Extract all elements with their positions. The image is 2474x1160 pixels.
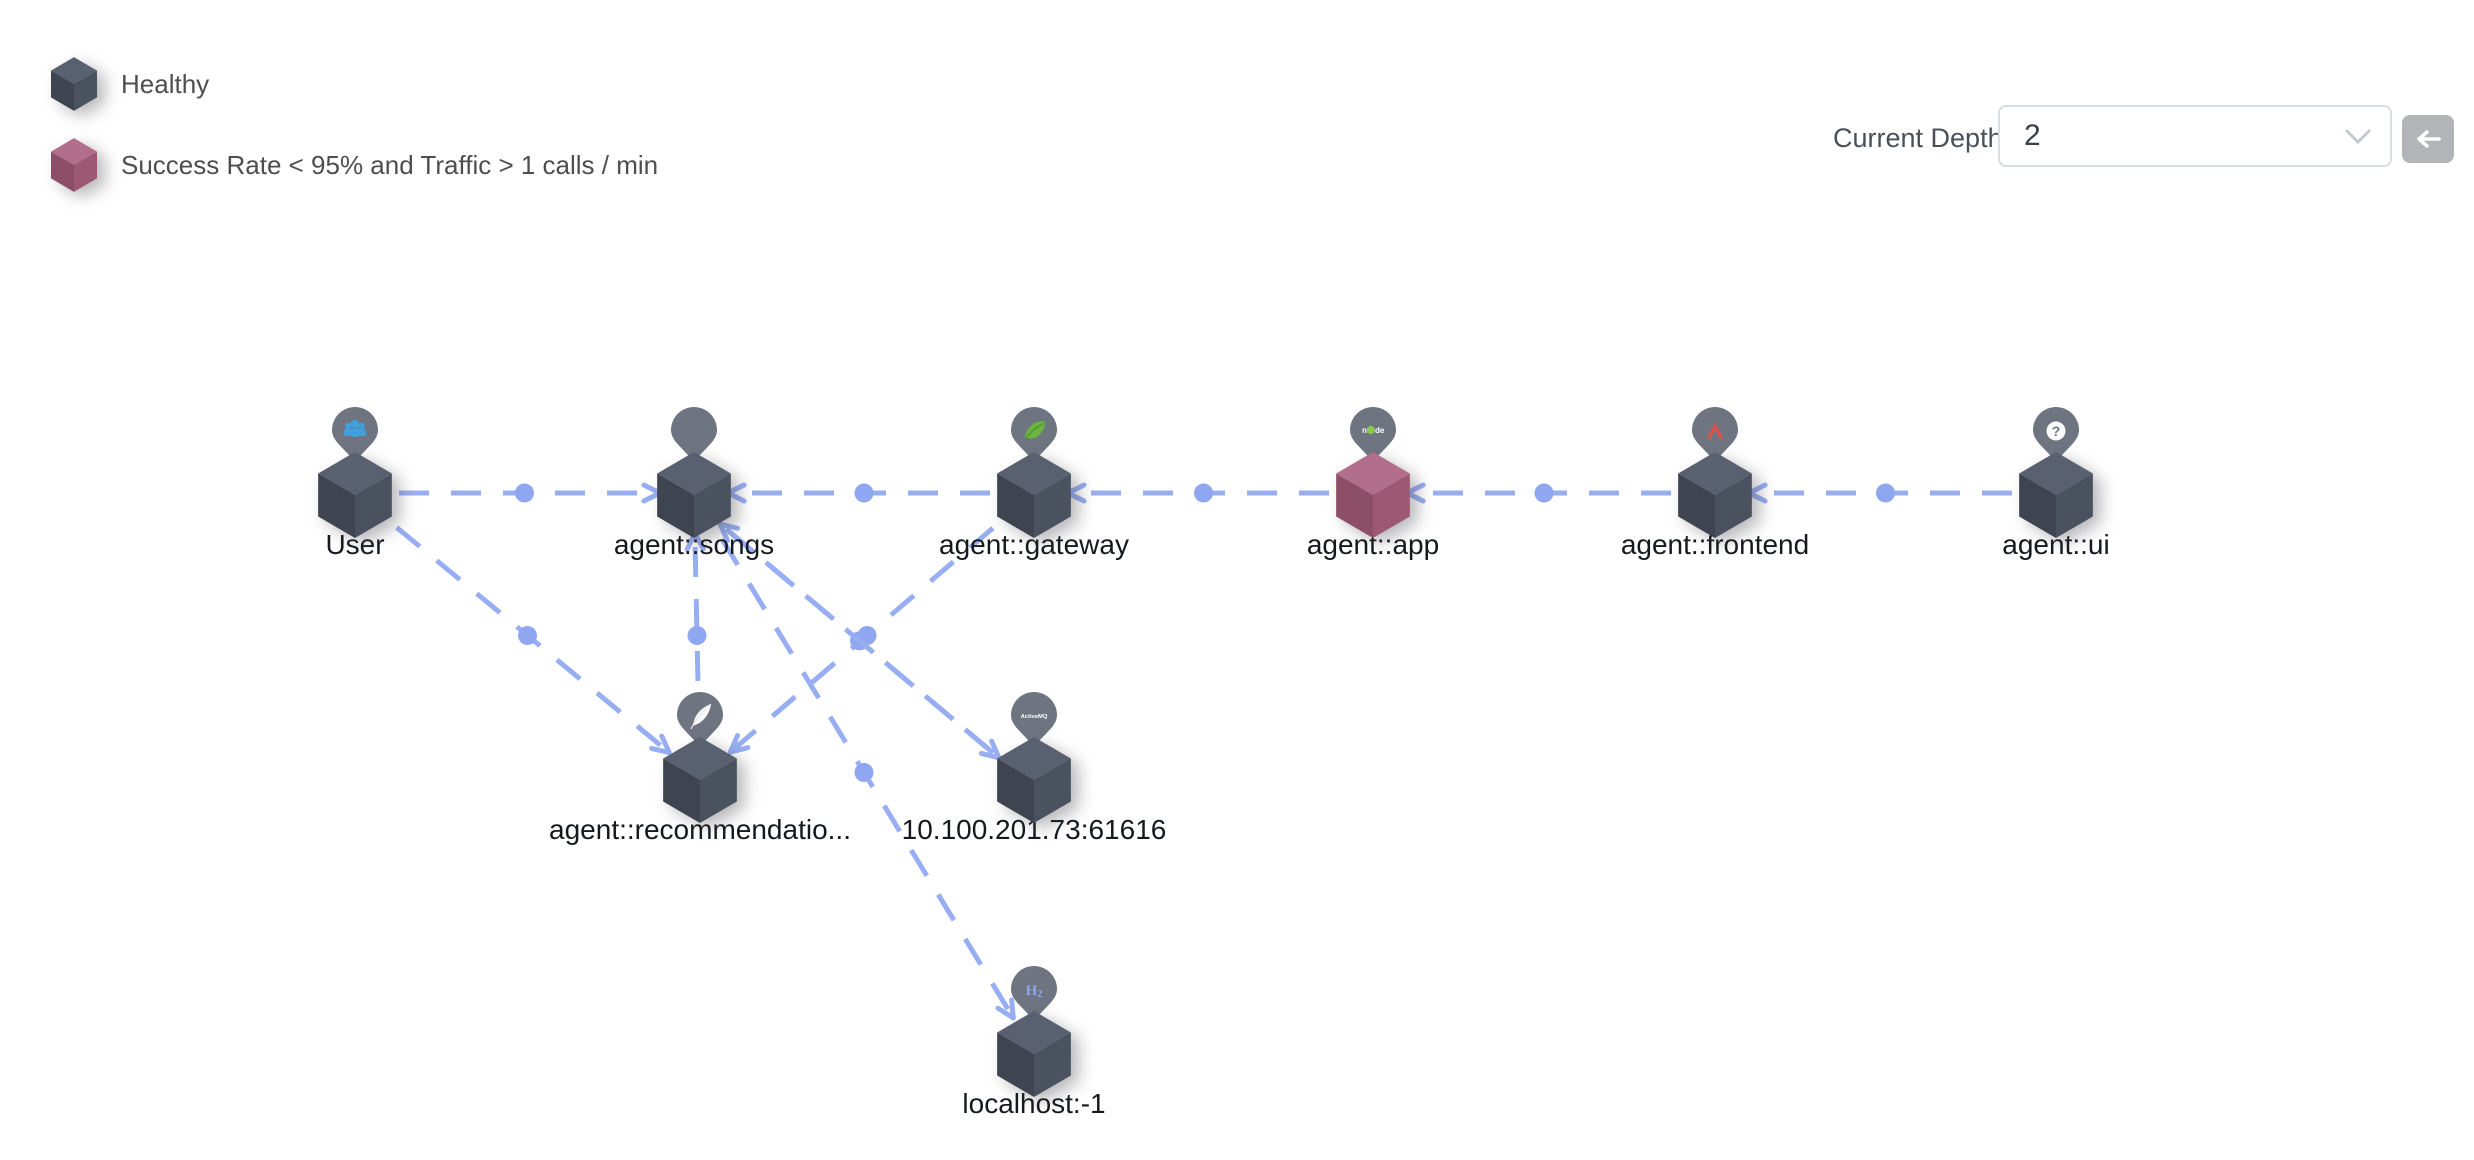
cube-healthy: [1678, 452, 1752, 538]
back-button[interactable]: [2402, 115, 2454, 163]
service-node-recommendation[interactable]: agent::recommendatio...: [549, 691, 851, 846]
cube-unhealthy: [1336, 452, 1410, 538]
edge-midpoint-dot[interactable]: [854, 763, 874, 782]
svg-text:ActiveMQ: ActiveMQ: [1021, 714, 1048, 720]
service-node-user[interactable]: User: [205, 406, 505, 561]
arrowhead-icon: [978, 750, 1002, 761]
edge-midpoint-dot[interactable]: [518, 626, 537, 645]
edge-midpoint-dot[interactable]: [1876, 483, 1895, 503]
cube-healthy: [318, 452, 392, 538]
current-depth-label: Current Depth: [1833, 123, 2003, 153]
svg-text:?: ?: [2052, 423, 2061, 439]
chevron-down-icon: [2344, 128, 2372, 144]
activemq-icon: ActiveMQ: [1011, 692, 1057, 747]
depth-select-value: 2: [2024, 119, 2041, 152]
feather-icon: [677, 692, 723, 747]
healthy-cube-icon: [51, 57, 97, 111]
edge-midpoint-dot[interactable]: [1534, 483, 1554, 503]
cube-unhealthy: [51, 138, 97, 192]
legend-item-unhealthy: Success Rate < 95% and Traffic > 1 calls…: [51, 138, 658, 192]
cube-healthy: [997, 452, 1071, 538]
spring-leaf-icon: [1011, 407, 1057, 462]
service-node-ui[interactable]: ? agent::ui: [1906, 406, 2206, 561]
legend-label: Success Rate < 95% and Traffic > 1 calls…: [121, 149, 659, 180]
arrowhead-icon: [727, 732, 741, 755]
edge-midpoint-dot[interactable]: [515, 483, 534, 503]
unhealthy-cube-icon: [51, 138, 97, 192]
legend-label: Healthy: [121, 68, 210, 99]
depth-select[interactable]: 2: [1998, 105, 2392, 167]
service-node-gateway[interactable]: agent::gateway: [884, 406, 1184, 561]
edge-activemq-songs: [723, 525, 990, 751]
arrowhead-icon: [717, 521, 741, 531]
left-arrow-icon: [2417, 130, 2441, 148]
question-mark-icon: ?: [2033, 407, 2079, 462]
arrowhead-icon: [649, 745, 672, 756]
arrowhead-icon: [995, 1005, 1016, 1021]
edge-midpoint-dot[interactable]: [854, 483, 874, 503]
service-node-songs[interactable]: agent::songs: [544, 406, 844, 561]
service-node-activemq[interactable]: ActiveMQ 10.100.201.73:61616: [884, 691, 1184, 846]
edge-midpoint-dot[interactable]: [687, 626, 707, 645]
cube-healthy: [997, 737, 1071, 823]
h2-icon: H2: [1011, 966, 1057, 1021]
edge-midpoint-dot[interactable]: [1194, 483, 1213, 503]
users-icon: [332, 407, 378, 462]
service-node-frontend[interactable]: agent::frontend: [1565, 406, 1865, 561]
cube-healthy: [2019, 452, 2093, 538]
svg-text:de: de: [1375, 426, 1385, 435]
cube-healthy: [997, 1011, 1071, 1097]
legend-item-healthy: Healthy: [51, 57, 209, 111]
pin-plain-icon: [671, 407, 717, 462]
cube-healthy: [663, 737, 737, 823]
cube-healthy: [657, 452, 731, 538]
service-node-localhost[interactable]: H2 localhost:-1: [884, 965, 1184, 1120]
red-chevron-icon: [1692, 407, 1738, 462]
cube-healthy: [51, 57, 97, 111]
svg-text:n: n: [1362, 426, 1367, 435]
